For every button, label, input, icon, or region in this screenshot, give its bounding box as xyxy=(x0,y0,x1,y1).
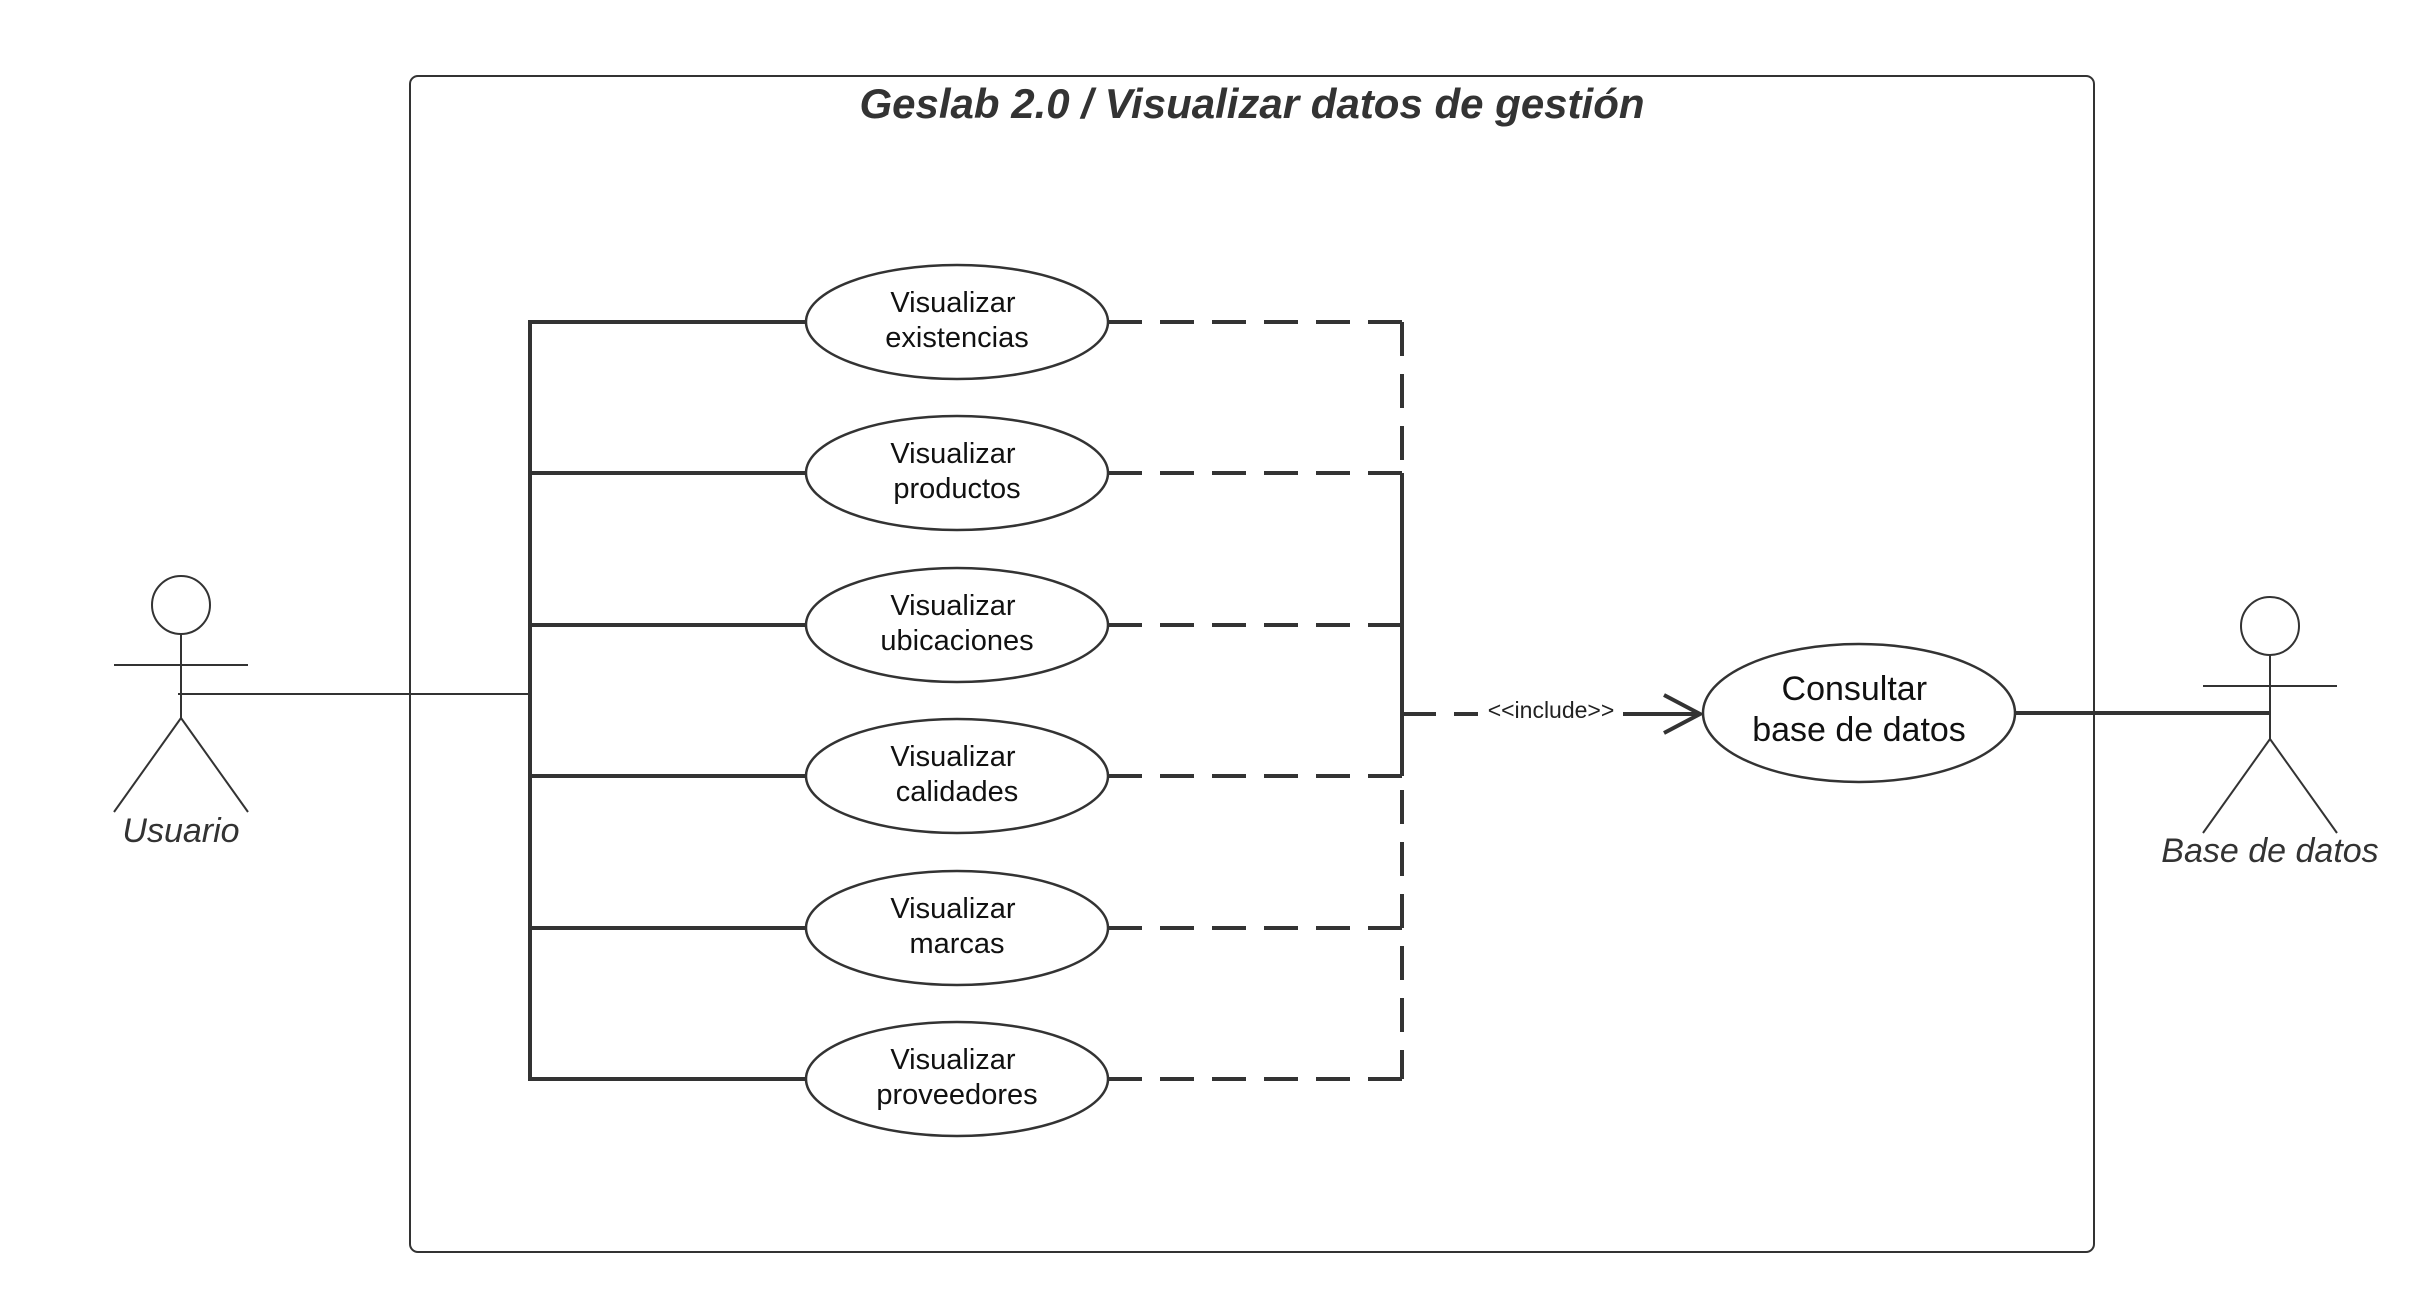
use-case-label-line1: Visualizar xyxy=(890,1044,1016,1076)
actor-usuario-left-leg xyxy=(113,717,182,813)
use-case-visualizar-productos[interactable]: Visualizar productos xyxy=(804,414,1110,532)
use-case-label: Consultar base de datos xyxy=(1752,670,1966,749)
use-case-label-line1: Visualizar xyxy=(890,741,1016,773)
use-case-label: Visualizar existencias xyxy=(885,287,1028,354)
use-case-label-line2: existencias xyxy=(885,322,1028,354)
use-case-label-line1: Visualizar xyxy=(890,438,1016,470)
use-case-label: Visualizar productos xyxy=(890,438,1023,505)
actor-base-de-datos-right-leg xyxy=(2269,738,2338,834)
use-case-shape xyxy=(804,263,1110,381)
use-case-label-line2: marcas xyxy=(909,928,1004,960)
actor-usuario[interactable]: Usuario xyxy=(113,575,249,850)
use-case-visualizar-calidades[interactable]: Visualizar calidades xyxy=(804,717,1110,835)
use-case-shape xyxy=(804,566,1110,684)
use-case-visualizar-existencias[interactable]: Visualizar existencias xyxy=(804,263,1110,381)
use-case-label-line1: Visualizar xyxy=(890,590,1016,622)
actor-base-de-datos-left-leg xyxy=(2202,738,2271,834)
actor-usuario-right-leg xyxy=(180,717,249,813)
use-case-visualizar-proveedores[interactable]: Visualizar proveedores xyxy=(804,1020,1110,1138)
use-case-label-line2: ubicaciones xyxy=(880,625,1033,657)
use-case-label-line1: Visualizar xyxy=(890,287,1016,319)
use-case-label-line1: Visualizar xyxy=(890,893,1016,925)
use-case-label: Visualizar marcas xyxy=(890,893,1023,960)
use-case-label-line2: base de datos xyxy=(1752,711,1966,749)
use-case-label: Visualizar ubicaciones xyxy=(880,590,1033,657)
actor-usuario-label: Usuario xyxy=(122,812,239,850)
use-case-label-line2: productos xyxy=(893,473,1020,505)
include-arrow-head xyxy=(1663,693,1705,735)
actor-base-de-datos-head xyxy=(2240,596,2300,656)
use-case-consultar-base-de-datos[interactable]: Consultar base de datos xyxy=(1701,642,2017,784)
actor-base-de-datos-label: Base de datos xyxy=(2161,832,2378,870)
include-label-bg xyxy=(1480,696,1622,724)
use-case-visualizar-ubicaciones[interactable]: Visualizar ubicaciones xyxy=(804,566,1110,684)
use-case-label-line1: Consultar xyxy=(1782,670,1928,708)
use-case-label: Visualizar calidades xyxy=(890,741,1023,808)
use-case-shape xyxy=(804,1020,1110,1138)
use-case-label: Visualizar proveedores xyxy=(876,1044,1037,1111)
use-case-visualizar-marcas[interactable]: Visualizar marcas xyxy=(804,869,1110,987)
use-case-shape xyxy=(804,869,1110,987)
actor-usuario-head xyxy=(151,575,211,635)
use-case-shape xyxy=(804,717,1110,835)
use-case-shape xyxy=(804,414,1110,532)
include-label: <<include>> xyxy=(1488,697,1615,723)
use-case-label-line2: proveedores xyxy=(876,1079,1037,1111)
actor-base-de-datos[interactable]: Base de datos xyxy=(2161,596,2379,870)
system-title: Geslab 2.0 / Visualizar datos de gestión xyxy=(859,80,1644,127)
use-case-label-line2: calidades xyxy=(896,776,1019,808)
use-case-shape xyxy=(1701,642,2017,784)
